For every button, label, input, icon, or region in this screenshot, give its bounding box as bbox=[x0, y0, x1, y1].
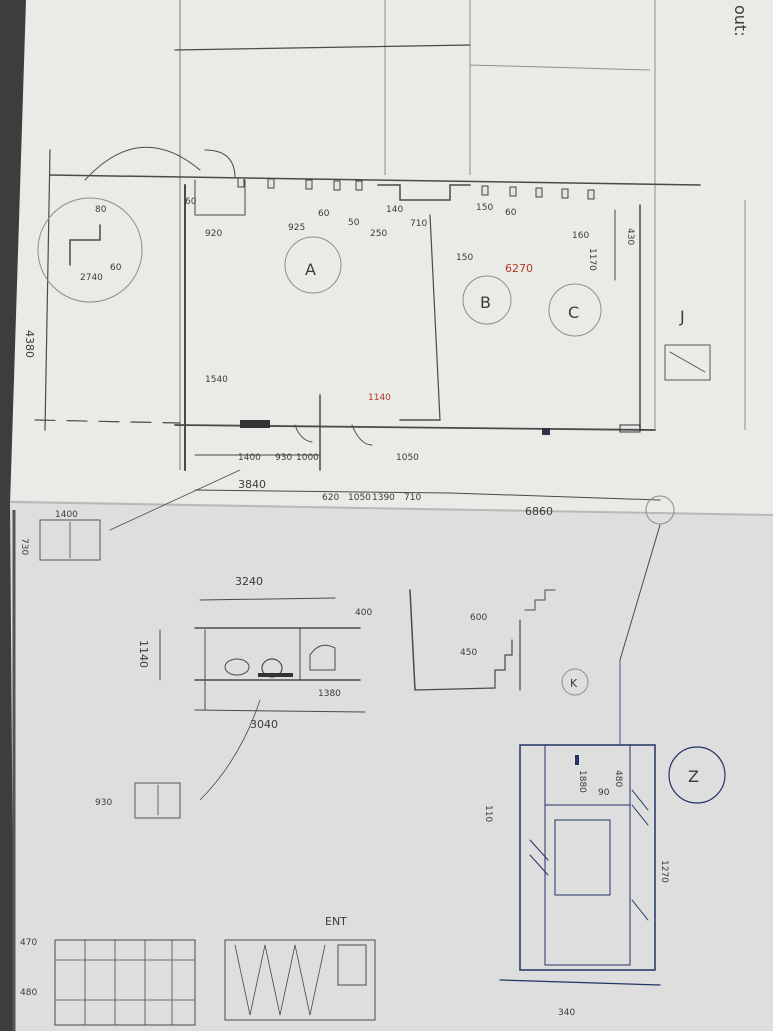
elevation-drawing bbox=[39, 519, 589, 819]
dim-label: 430 bbox=[625, 228, 635, 245]
dim-label: 930 bbox=[95, 798, 112, 808]
dim-label: 250 bbox=[370, 229, 387, 239]
dim-label: 150 bbox=[456, 253, 473, 263]
bottom-sketches bbox=[54, 939, 376, 1026]
dim-label: 2740 bbox=[80, 273, 103, 283]
dim-label: 930 bbox=[275, 453, 292, 463]
room-label-j: J bbox=[679, 307, 685, 326]
circle-label-k: K bbox=[570, 677, 578, 690]
room-label-b: B bbox=[480, 293, 491, 312]
dim-label: 60 bbox=[185, 197, 197, 207]
dim-label: 1270 bbox=[659, 860, 669, 883]
dim-label: 1880 bbox=[577, 770, 587, 793]
dim-label: 480 bbox=[20, 988, 37, 998]
dim-label: 4380 bbox=[23, 330, 36, 358]
dim-label: 150 bbox=[476, 203, 493, 213]
dim-label: 60 bbox=[110, 263, 122, 273]
circle-labels: Z K bbox=[570, 677, 699, 786]
room-label-a: A bbox=[305, 260, 316, 279]
dim-label: 50 bbox=[348, 218, 360, 228]
lower-right-plan bbox=[499, 659, 726, 986]
elevation-dimension-labels: 3240 3040 1140 400 1380 600 450 1400 730… bbox=[19, 510, 487, 808]
dim-label: 1400 bbox=[238, 453, 261, 463]
top-corner-note: out: bbox=[731, 5, 750, 37]
dim-label: 400 bbox=[355, 608, 372, 618]
dim-label: 1380 bbox=[318, 689, 341, 699]
dim-label: 710 bbox=[404, 493, 421, 503]
red-note: 6270 bbox=[505, 262, 533, 275]
room-labels: A B C J bbox=[305, 260, 685, 326]
paper-bottom-sheet bbox=[10, 500, 773, 1031]
bottom-labels: ENT 470 480 bbox=[20, 915, 347, 998]
dim-label: 6860 bbox=[525, 505, 553, 518]
dim-label: 1140 bbox=[137, 640, 150, 668]
corner-text: out: bbox=[731, 5, 750, 37]
top-dimension-labels: 920 925 60 50 250 140 710 150 60 160 117… bbox=[185, 197, 635, 271]
red-note: 1140 bbox=[368, 393, 391, 403]
room-label-c: C bbox=[568, 303, 579, 322]
entrance-label: ENT bbox=[325, 915, 347, 928]
lower-right-labels: 1880 480 90 110 1270 340 bbox=[483, 770, 669, 1018]
red-notes: 6270 1140 bbox=[368, 262, 533, 403]
dim-label: 60 bbox=[318, 209, 330, 219]
lower-dimension-labels: 3840 1400 930 1000 620 1050 1390 1050 71… bbox=[23, 205, 553, 518]
dim-label: 1170 bbox=[587, 248, 597, 271]
dim-label: 1390 bbox=[372, 493, 395, 503]
dim-label: 480 bbox=[613, 770, 623, 787]
dim-label: 470 bbox=[20, 938, 37, 948]
dim-label: 600 bbox=[470, 613, 487, 623]
dim-label: 710 bbox=[410, 219, 427, 229]
dim-label: 620 bbox=[322, 493, 339, 503]
dim-label: 925 bbox=[288, 223, 305, 233]
dim-label: 730 bbox=[19, 538, 29, 555]
dim-label: 340 bbox=[558, 1008, 575, 1018]
dim-label: 160 bbox=[572, 231, 589, 241]
dim-label: 140 bbox=[386, 205, 403, 215]
dim-label: 1050 bbox=[396, 453, 419, 463]
dim-label: 450 bbox=[460, 648, 477, 658]
floor-plan-drawing bbox=[34, 0, 746, 661]
dim-label: 1540 bbox=[205, 375, 228, 385]
paper-top-sheet bbox=[10, 0, 773, 520]
dim-label: 80 bbox=[95, 205, 107, 215]
dim-label: 110 bbox=[483, 805, 493, 822]
dim-label: 920 bbox=[205, 229, 222, 239]
dim-label: 3040 bbox=[250, 718, 278, 731]
dim-label: 90 bbox=[598, 788, 610, 798]
dim-label: 1400 bbox=[55, 510, 78, 520]
dim-label: 1000 bbox=[296, 453, 319, 463]
dim-label: 60 bbox=[505, 208, 517, 218]
dim-label: 3840 bbox=[238, 478, 266, 491]
circle-label-z: Z bbox=[688, 767, 699, 786]
dim-label: 1050 bbox=[348, 493, 371, 503]
dim-label: 3240 bbox=[235, 575, 263, 588]
